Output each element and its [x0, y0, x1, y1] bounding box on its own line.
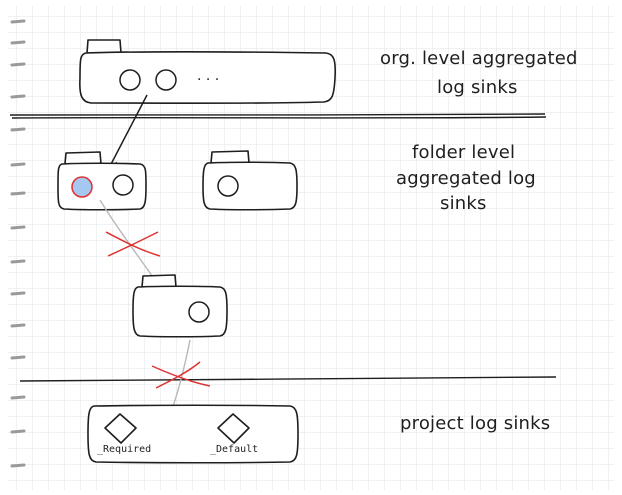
binding-marks — [10, 19, 26, 468]
arrow-shaft — [107, 94, 148, 171]
binding-mark — [10, 40, 26, 45]
blocked-x-mark-1 — [105, 231, 161, 257]
org-sink-circle[interactable] — [155, 69, 177, 91]
folder-label-line2: aggregated log — [396, 168, 536, 189]
folder-sink-circle[interactable] — [217, 175, 239, 197]
default-sink-diamond — [217, 413, 250, 444]
x-stroke — [107, 231, 159, 257]
binding-mark — [10, 323, 26, 328]
org-divider — [9, 113, 547, 119]
binding-mark — [10, 94, 26, 99]
binding-mark — [10, 191, 26, 196]
org-divider-line — [11, 116, 547, 119]
folder-label-line3: sinks — [440, 193, 487, 214]
binding-mark — [10, 355, 26, 360]
binding-mark — [10, 291, 26, 296]
project-sink-container[interactable]: _Required _Default — [87, 404, 299, 464]
binding-mark — [10, 127, 26, 132]
binding-mark — [10, 463, 26, 468]
blocked-x-mark-2 — [151, 361, 211, 389]
x-stroke — [155, 361, 201, 389]
folder-sink-box-2 — [202, 161, 298, 211]
org-sink-container[interactable]: · · · — [79, 39, 337, 105]
folder-tab-1 — [64, 151, 102, 165]
selected-sink-circle[interactable] — [71, 176, 93, 198]
binding-mark — [10, 259, 26, 264]
default-sink[interactable]: _Default — [210, 413, 258, 455]
folder-sink-circle[interactable] — [112, 174, 134, 196]
folder-sink-container-1[interactable] — [57, 151, 147, 211]
org-sink-box — [79, 51, 337, 105]
binding-mark — [10, 19, 26, 24]
required-sink[interactable]: _Required — [97, 413, 151, 455]
binding-mark — [10, 62, 26, 67]
required-sink-label: _Required — [97, 444, 151, 455]
binding-mark — [10, 162, 26, 167]
folder-label-line1: folder level — [412, 142, 515, 163]
binding-mark — [10, 429, 26, 434]
project-label: project log sinks — [400, 413, 550, 434]
org-ellipsis: · · · — [197, 72, 219, 88]
folder-tab-2 — [210, 150, 250, 164]
org-folder-tab — [86, 39, 122, 54]
subfolder-sink-circle[interactable] — [188, 301, 210, 323]
default-sink-label: _Default — [210, 444, 258, 455]
binding-mark — [10, 395, 26, 400]
required-sink-diamond — [104, 413, 137, 444]
org-divider-line — [9, 113, 546, 116]
subfolder-tab — [141, 274, 177, 288]
project-divider-line — [19, 376, 557, 382]
subfolder-sink-box — [132, 285, 228, 338]
org-sink-circle[interactable] — [119, 69, 141, 91]
project-sink-box — [87, 404, 299, 464]
org-label-line2: log sinks — [437, 77, 518, 98]
subfolder-sink-container[interactable] — [132, 274, 228, 338]
folder-sink-container-2[interactable] — [202, 150, 298, 211]
org-label-line1: org. level aggregated — [380, 48, 578, 69]
x-stroke — [151, 365, 211, 387]
binding-mark — [10, 225, 26, 230]
x-stroke — [105, 231, 161, 257]
